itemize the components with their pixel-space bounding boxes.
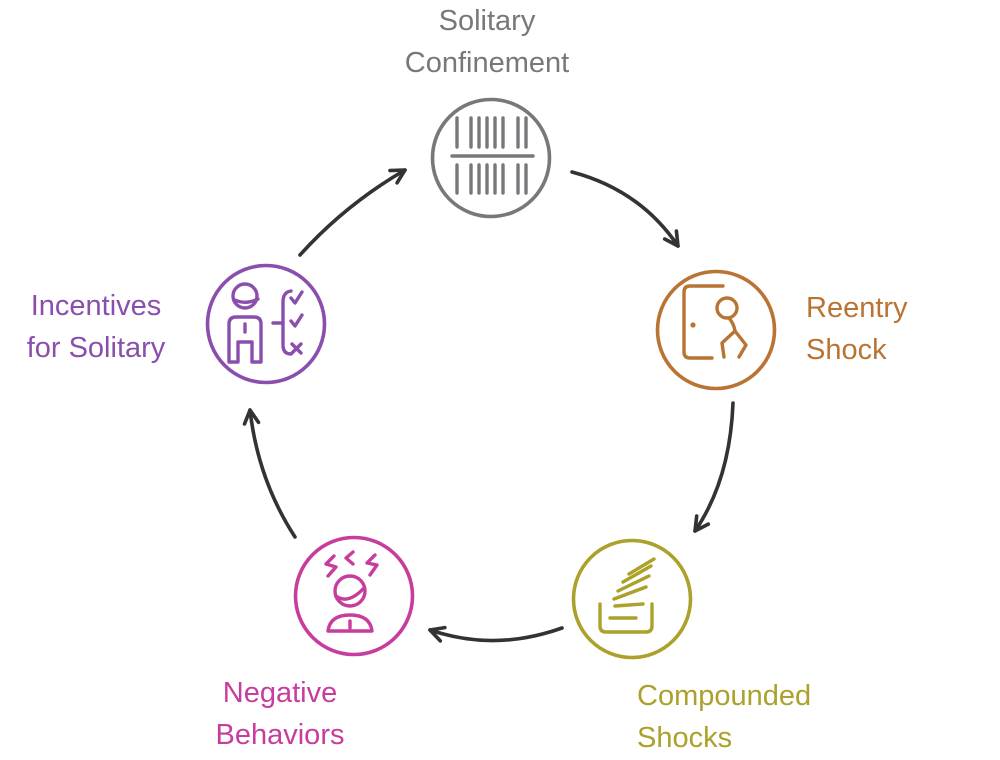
node-label-solitary-confinement: Solitary Confinement <box>312 0 662 84</box>
spilling-stack-icon <box>598 557 656 634</box>
label-line: Negative <box>222 677 338 709</box>
node-reentry-shock <box>654 268 778 392</box>
node-label-compounded-shocks: Compounded Shocks <box>637 675 811 759</box>
node-circle-solitary <box>430 97 552 219</box>
node-compounded-shocks <box>570 537 694 661</box>
label-line: Solitary <box>438 5 536 37</box>
stressed-person-icon <box>324 550 379 633</box>
label-line: Reentry <box>806 292 908 324</box>
node-negative-behaviors <box>292 534 416 658</box>
node-label-reentry-shock: Reentry Shock <box>806 287 908 371</box>
label-line: for Solitary <box>26 332 166 364</box>
node-label-negative-behaviors: Negative Behaviors <box>180 672 380 756</box>
prison-bars-icon <box>450 116 535 195</box>
label-line: Behaviors <box>215 719 345 751</box>
node-label-incentives-for-solitary: Incentives for Solitary <box>1 285 191 369</box>
label-line: Shocks <box>637 722 733 754</box>
label-line: Shock <box>806 334 887 366</box>
arrow-compounded-to-negative <box>428 625 564 643</box>
node-circle-reentry <box>655 269 777 391</box>
person-checklist-icon <box>227 282 304 364</box>
label-line: Confinement <box>404 47 570 79</box>
exit-door-walking-person-icon <box>682 284 748 360</box>
arrow-reentry-to-compounded <box>693 401 735 533</box>
label-line: Incentives <box>30 290 162 322</box>
label-line: Compounded <box>637 680 812 712</box>
node-circle-incentives <box>205 263 327 385</box>
arrow-solitary-to-reentry <box>570 170 680 248</box>
arrow-negative-to-incentives <box>242 408 297 539</box>
node-solitary-confinement <box>429 96 553 220</box>
arrow-incentives-to-solitary <box>298 168 407 257</box>
node-incentives-for-solitary <box>204 262 328 386</box>
node-circle-negative <box>293 535 415 657</box>
node-circle-compounded <box>571 538 693 660</box>
